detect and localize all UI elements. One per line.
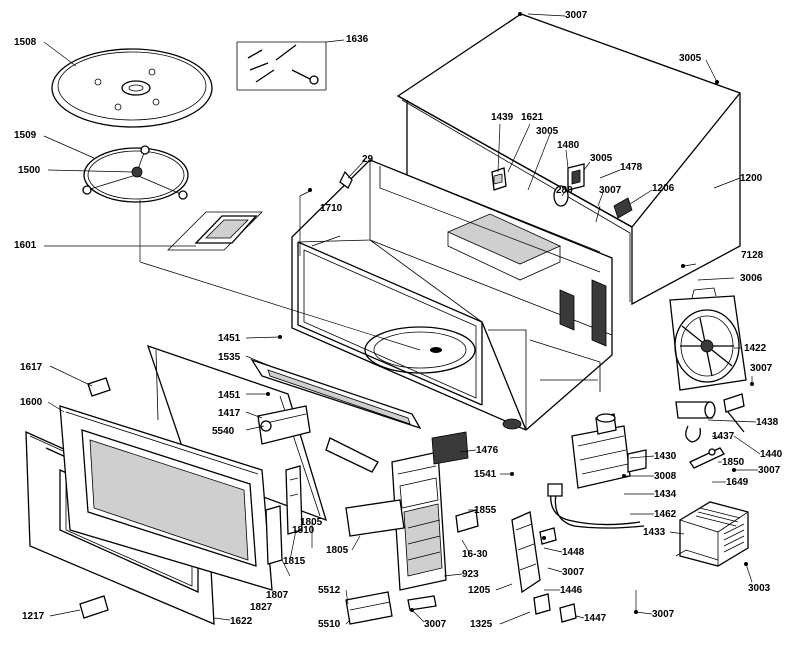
callout-3007-d: 3007 <box>758 465 781 476</box>
callout-7128: 7128 <box>741 250 764 261</box>
door-latch <box>257 405 379 473</box>
callout-3005-mid: 3005 <box>536 126 559 137</box>
callout-1462: 1462 <box>654 509 677 520</box>
thermal-fuse <box>689 447 725 469</box>
callout-1617: 1617 <box>20 362 43 373</box>
hv-transformer <box>675 501 749 567</box>
control-board <box>345 499 479 537</box>
callout-1325: 1325 <box>470 619 493 630</box>
callout-1480: 1480 <box>557 140 580 151</box>
callout-1476: 1476 <box>476 445 499 456</box>
oven-cavity-chassis <box>291 159 613 431</box>
callout-1205: 1205 <box>468 585 491 596</box>
callout-1451-a: 1451 <box>218 333 241 344</box>
callout-1621: 1621 <box>521 112 544 123</box>
callout-1440: 1440 <box>760 449 783 460</box>
callout-1206: 1206 <box>652 183 675 194</box>
callout-1217: 1217 <box>22 611 45 622</box>
callout-1535: 1535 <box>218 352 241 363</box>
callout-1541: 1541 <box>474 469 497 480</box>
callout-1807: 1807 <box>266 590 289 601</box>
fan-motor-assembly <box>669 287 747 391</box>
callout-1451-b: 1451 <box>218 390 241 401</box>
callout-3007-top: 3007 <box>565 10 588 21</box>
callout-5540: 5540 <box>212 426 235 437</box>
callout-1815: 1815 <box>283 556 306 567</box>
callout-29: 29 <box>362 154 374 165</box>
callout-3006: 3006 <box>740 273 763 284</box>
hinge-brackets <box>79 377 111 619</box>
callout-1805-a: 1805 <box>300 517 323 528</box>
callout-1850: 1850 <box>722 457 745 468</box>
fan-blade-parts <box>675 393 745 443</box>
magnetron <box>571 413 647 489</box>
callout-1710: 1710 <box>320 203 343 214</box>
callout-1805-b: 1805 <box>326 545 349 556</box>
callout-1636: 1636 <box>346 34 369 45</box>
control-panel <box>391 431 469 591</box>
callout-1478: 1478 <box>620 162 643 173</box>
callout-3007-b: 3007 <box>599 185 622 196</box>
thermal-and-switch-parts <box>491 163 633 223</box>
callout-923: 923 <box>462 569 479 580</box>
callout-1430: 1430 <box>654 451 677 462</box>
waveguide-cover <box>167 211 263 251</box>
glass-turntable-tray <box>51 48 213 128</box>
vent-grille <box>559 279 607 347</box>
callout-3005-right: 3005 <box>679 53 702 64</box>
roller-ring <box>82 145 189 203</box>
callout-1200: 1200 <box>740 173 763 184</box>
callout-1855: 1855 <box>474 505 497 516</box>
callout-1437: 1437 <box>712 431 735 442</box>
callout-1439: 1439 <box>491 112 514 123</box>
callout-1509: 1509 <box>14 130 37 141</box>
hardware-bag <box>236 41 327 91</box>
wire-harness <box>547 483 645 529</box>
callout-1649: 1649 <box>726 477 749 488</box>
callout-1810: 1810 <box>292 525 315 536</box>
callout-3008: 3008 <box>654 471 677 482</box>
callout-3007-g: 3007 <box>424 619 447 630</box>
interlock-switches <box>265 465 303 565</box>
callout-1500: 1500 <box>18 165 41 176</box>
callout-5512: 5512 <box>318 585 341 596</box>
callout-1827: 1827 <box>250 602 273 613</box>
outer-cabinet <box>396 12 741 306</box>
callout-1422: 1422 <box>744 343 767 354</box>
callout-1447: 1447 <box>584 613 607 624</box>
callout-3007-e: 3007 <box>562 567 585 578</box>
callout-3007-f: 3007 <box>652 609 675 620</box>
callout-1448: 1448 <box>562 547 585 558</box>
callout-1630: 16-30 <box>462 549 488 560</box>
transformer-winding <box>695 507 745 553</box>
callout-280: 280 <box>556 185 573 196</box>
leader-lines <box>43 13 761 625</box>
callout-5510: 5510 <box>318 619 341 630</box>
callout-1622: 1622 <box>230 616 253 627</box>
callout-1600: 1600 <box>20 397 43 408</box>
callout-1433: 1433 <box>643 527 666 538</box>
handle-base <box>345 591 437 625</box>
callout-3003: 3003 <box>748 583 771 594</box>
door-frame <box>146 344 422 522</box>
callout-1434: 1434 <box>654 489 677 500</box>
callout-1417: 1417 <box>218 408 241 419</box>
callout-1446: 1446 <box>560 585 583 596</box>
callout-1508: 1508 <box>14 37 37 48</box>
callout-3005-b: 3005 <box>590 153 613 164</box>
callout-3007-c: 3007 <box>750 363 773 374</box>
callout-1601: 1601 <box>14 240 37 251</box>
callout-1438: 1438 <box>756 417 779 428</box>
